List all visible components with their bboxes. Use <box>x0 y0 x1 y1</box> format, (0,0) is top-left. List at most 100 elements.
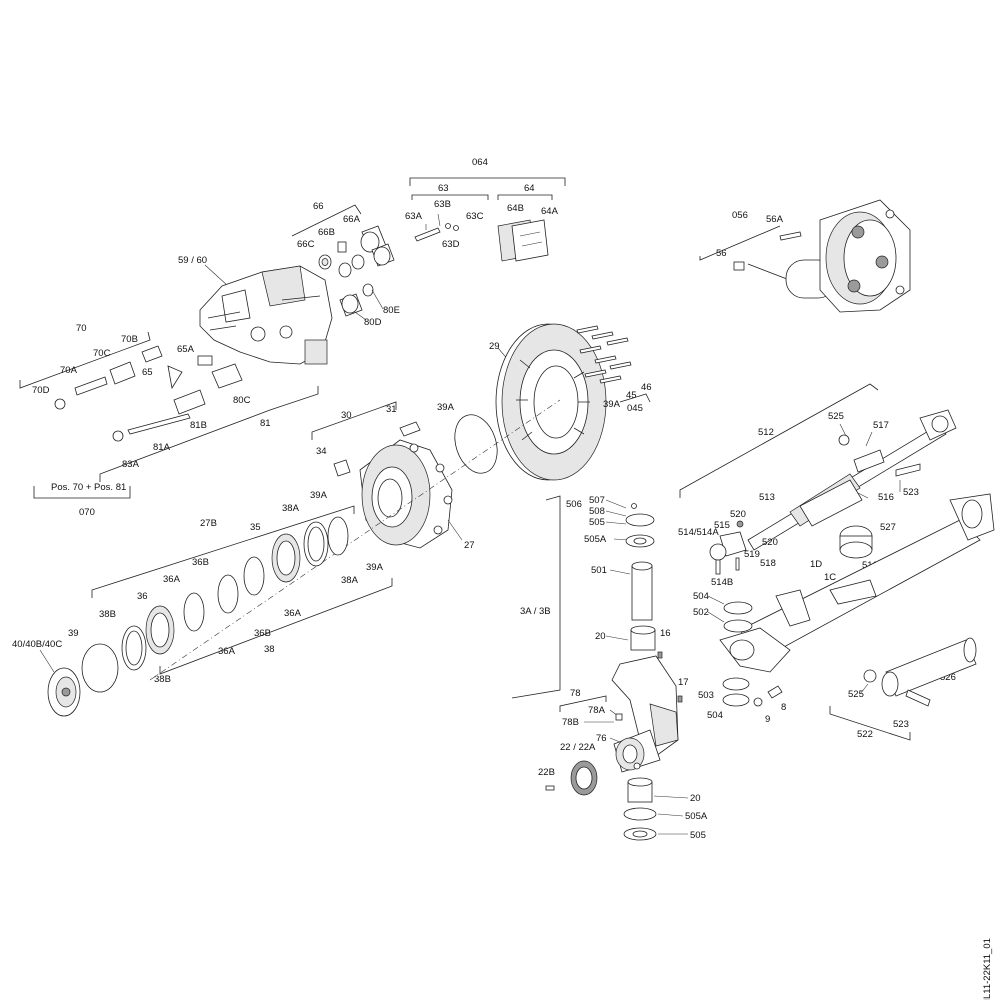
label-80D: 80D <box>364 317 382 328</box>
label-38B: 38B <box>99 609 116 620</box>
label-81: 81 <box>260 418 271 429</box>
label-59-60: 59 / 60 <box>178 255 207 266</box>
label-80C: 80C <box>233 395 251 406</box>
label-36: 36 <box>137 591 148 602</box>
label-20-lower: 20 <box>690 793 701 804</box>
group-70-adjuster: 70 70B 70C 70A 70D 65A 65 <box>19 323 213 410</box>
ball-joint-icon <box>709 520 747 575</box>
label-39A: 39A <box>603 399 621 410</box>
label-63B: 63B <box>434 199 451 210</box>
wheel-hub-27: 30 31 39A 34 27 <box>149 399 561 681</box>
label-31: 31 <box>386 404 397 415</box>
group-522-damper: 525 526 523 522 <box>829 637 977 741</box>
label-70B: 70B <box>121 334 138 345</box>
label-78A: 78A <box>588 705 606 716</box>
label-56: 56 <box>716 248 727 259</box>
label-39A-lower: 39A <box>366 562 384 573</box>
label-508: 508 <box>589 506 605 517</box>
label-519: 519 <box>744 549 760 560</box>
group-064-brake-pads: 064 63 64 63A 63B 63C 63D 64B 64A <box>405 157 566 262</box>
brake-caliper-59-60: 59 / 60 <box>178 255 333 365</box>
tie-rod-icon <box>747 409 957 551</box>
brake-pad-icon <box>497 219 549 262</box>
label-63A: 63A <box>405 211 423 222</box>
group-80-seals: 80E 80D <box>339 283 400 328</box>
label-22B: 22B <box>538 767 555 778</box>
label-30: 30 <box>341 410 352 421</box>
brake-chamber-icon <box>785 199 911 313</box>
label-65: 65 <box>142 367 153 378</box>
label-38A: 38A <box>282 503 300 514</box>
label-526: 526 <box>940 672 956 683</box>
label-78: 78 <box>570 688 581 699</box>
label-506: 506 <box>566 499 582 510</box>
guide-bushing-icon <box>318 225 395 278</box>
label-64: 64 <box>524 183 535 194</box>
label-63: 63 <box>438 183 449 194</box>
label-523-lower: 523 <box>893 719 909 730</box>
label-38A-lower: 38A <box>341 575 359 586</box>
label-45: 45 <box>626 390 637 401</box>
label-pos-70-81: Pos. 70 + Pos. 81 <box>51 482 126 493</box>
label-83A: 83A <box>122 459 140 470</box>
air-chamber-icon <box>839 525 873 559</box>
brake-disc-29: 29 <box>489 323 607 481</box>
wheel-bolt-icon <box>576 325 632 384</box>
label-1D: 1D <box>810 559 822 570</box>
label-70C: 70C <box>93 348 111 359</box>
guide-pin-icon <box>112 363 243 442</box>
group-axle-beam: 527 516A 1D 1C 504 502 503 504 8 9 <box>693 493 995 725</box>
label-63D: 63D <box>442 239 460 250</box>
lower-bushing-icon <box>623 777 657 841</box>
label-516: 516 <box>878 492 894 503</box>
kingpin-icon <box>625 503 683 703</box>
group-81-pins: 80C 81B 81 81A 83A Pos. 70 + Pos. 81 070 <box>33 363 319 518</box>
retaining-clip-icon <box>414 213 459 242</box>
steering-damper-icon <box>863 637 977 707</box>
bolt-icon <box>733 231 802 271</box>
group-045-wheel-bolts: 46 45 39A 045 <box>576 325 652 414</box>
label-507: 507 <box>589 495 605 506</box>
nut-ring-icon <box>545 713 623 796</box>
bellows-seal-icon <box>339 283 374 317</box>
label-503: 503 <box>698 690 714 701</box>
label-36A: 36A <box>163 574 181 585</box>
label-502: 502 <box>693 607 709 618</box>
group-056-chamber: 056 56A 56 <box>699 199 911 313</box>
label-38B-lower: 38B <box>154 674 171 685</box>
label-525-lower: 525 <box>848 689 864 700</box>
label-76: 76 <box>596 733 607 744</box>
cone-icon <box>167 355 213 390</box>
label-514B: 514B <box>711 577 733 588</box>
label-70: 70 <box>76 323 87 334</box>
label-39A-ring: 39A <box>310 490 328 501</box>
label-515: 515 <box>714 520 730 531</box>
bolt-nut-icon <box>753 685 783 707</box>
label-20: 20 <box>595 631 606 642</box>
label-35: 35 <box>250 522 261 533</box>
bearing-ring-icon <box>81 516 349 693</box>
label-520: 520 <box>730 509 746 520</box>
label-9: 9 <box>765 714 770 725</box>
label-3A-3B: 3A / 3B <box>520 606 551 617</box>
drawing-id: SIL11-22K11_01 <box>982 938 993 1000</box>
label-505: 505 <box>589 517 605 528</box>
label-70A: 70A <box>60 365 78 376</box>
steering-knuckle-icon <box>611 655 679 773</box>
label-65A: 65A <box>177 344 195 355</box>
label-8: 8 <box>781 702 786 713</box>
label-27: 27 <box>464 540 475 551</box>
label-34: 34 <box>316 446 327 457</box>
label-63C: 63C <box>466 211 484 222</box>
hub-cap-icon <box>47 667 81 717</box>
label-29: 29 <box>489 341 500 352</box>
label-39: 39 <box>68 628 79 639</box>
label-504: 504 <box>693 591 709 602</box>
label-504-lower: 504 <box>707 710 723 721</box>
label-512: 512 <box>758 427 774 438</box>
label-527: 527 <box>880 522 896 533</box>
label-36B: 36B <box>192 557 209 568</box>
label-1C: 1C <box>824 572 836 583</box>
